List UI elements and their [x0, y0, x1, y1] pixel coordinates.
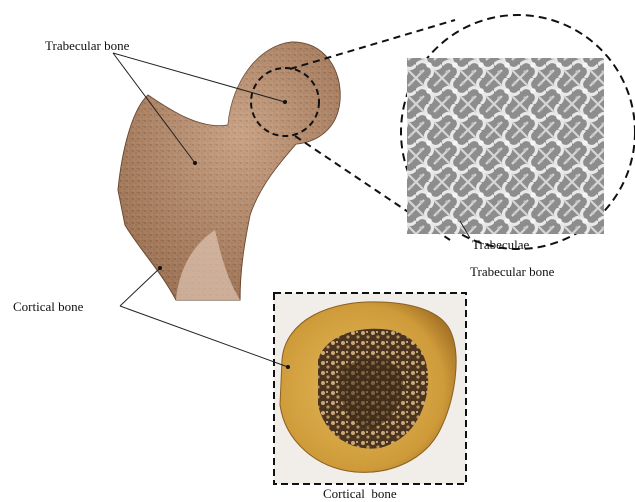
label-trabecular-bone-top: Trabecular bone — [45, 38, 130, 53]
label-cortical-bone-left: Cortical bone — [13, 299, 84, 314]
femur-illustration — [118, 42, 340, 300]
label-trabecular-bone-inset: Trabecular bone — [470, 264, 555, 279]
cortical-cross-section — [274, 293, 466, 484]
label-cortical-bone-bottom: Cortical bone — [323, 486, 397, 501]
trabecular-inset — [401, 15, 635, 249]
label-trabeculae: Trabeculae — [472, 237, 530, 252]
